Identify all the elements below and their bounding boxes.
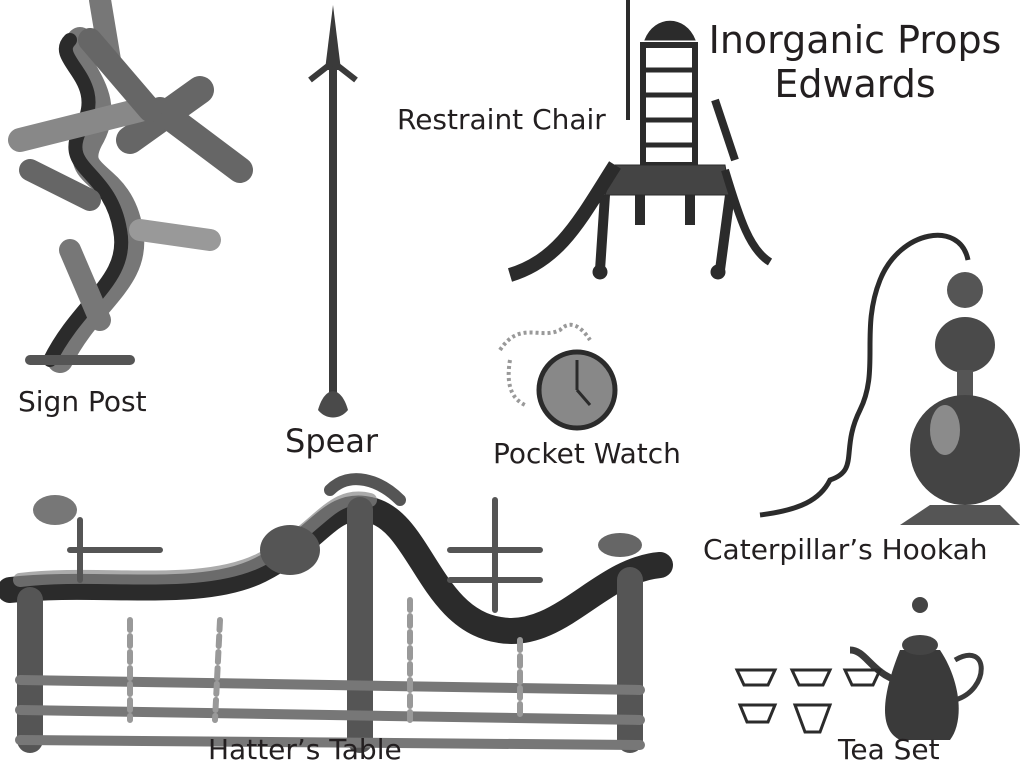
label-sign-post: Sign Post <box>18 385 147 418</box>
label-pocket-watch: Pocket Watch <box>493 437 681 470</box>
label-hatters-table: Hatter’s Table <box>208 733 402 766</box>
title-line-2: Edwards <box>774 62 936 106</box>
label-hookah: Caterpillar’s Hookah <box>703 533 988 566</box>
hookah-drawing <box>759 232 1020 525</box>
title-line-1: Inorganic Props <box>708 18 1002 62</box>
label-tea-set: Tea Set <box>838 733 940 766</box>
label-restraint-chair: Restraint Chair <box>397 103 606 136</box>
sign-post-drawing <box>8 0 253 373</box>
tea-set-drawing <box>734 597 984 740</box>
pocket-watch-drawing <box>498 322 618 431</box>
restraint-chair-drawing <box>507 0 773 282</box>
sheet-title: Inorganic Props Edwards <box>700 18 1010 106</box>
spear-drawing <box>308 5 358 418</box>
label-spear: Spear <box>285 422 379 460</box>
hatters-table-drawing <box>0 473 673 753</box>
